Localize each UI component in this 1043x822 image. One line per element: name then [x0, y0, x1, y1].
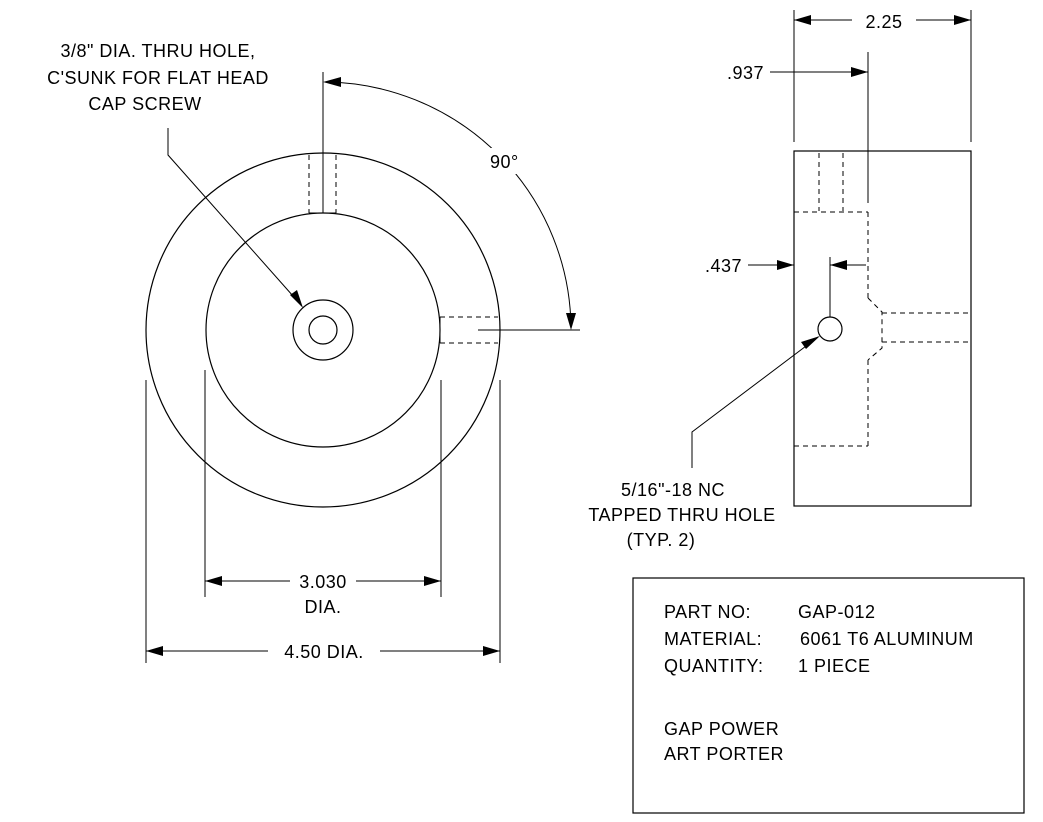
- hole-note-leader: [167, 128, 302, 306]
- thru-hole-circle: [308, 315, 338, 345]
- title-block-frame: [632, 577, 1025, 814]
- angle-label: 90°: [490, 152, 519, 172]
- hole-note-line-3: CAP SCREW: [88, 94, 201, 114]
- quantity-label: QUANTITY:: [664, 656, 764, 676]
- counterbore-circle: [292, 299, 354, 361]
- offset2-label: .437: [705, 256, 742, 276]
- side-body: [793, 150, 972, 507]
- offset2-arrow-right: [830, 260, 847, 270]
- angle-arrow-top: [323, 77, 341, 87]
- tapped-hole: [817, 316, 843, 342]
- outer-dia-label: 4.50 DIA.: [284, 642, 364, 662]
- author-name: ART PORTER: [664, 744, 784, 764]
- quantity-value: 1 PIECE: [798, 656, 871, 676]
- hole-note-line-1: 3/8" DIA. THRU HOLE,: [60, 41, 255, 61]
- angle-label-mask: [486, 148, 530, 174]
- inner-dia-arrow-right: [424, 576, 441, 586]
- side-view: 2.25 .937 .437 5/16"-18 NC TAPPED THRU H…: [588, 10, 972, 550]
- company-name: GAP POWER: [664, 719, 779, 739]
- hole-note-arrow: [290, 290, 303, 308]
- tap-note-leader: [691, 336, 819, 468]
- offset1-arrow: [851, 67, 868, 77]
- outer-dia-arrow-left: [146, 646, 163, 656]
- tap-note-line-3: (TYP. 2): [627, 530, 696, 550]
- side-countersink: [867, 297, 883, 361]
- outer-dia-arrow-right: [483, 646, 500, 656]
- tap-note-arrow: [801, 336, 820, 349]
- angle-arrow-right: [566, 313, 576, 330]
- material-label: MATERIAL:: [664, 629, 762, 649]
- width-arrow-left: [794, 15, 811, 25]
- inner-circle: [205, 212, 441, 448]
- width-arrow-right: [954, 15, 971, 25]
- part-no-value: GAP-012: [798, 602, 876, 622]
- offset1-label: .937: [727, 63, 764, 83]
- material-value: 6061 T6 ALUMINUM: [800, 629, 974, 649]
- part-no-label: PART NO:: [664, 602, 751, 622]
- hole-note-line-2: C'SUNK FOR FLAT HEAD: [47, 68, 269, 88]
- tap-note-line-2: TAPPED THRU HOLE: [588, 505, 775, 525]
- inner-dia-arrow-left: [205, 576, 222, 586]
- width-label: 2.25: [865, 12, 902, 32]
- front-view: 90° 3/8" DIA. THRU HOLE, C'SUNK FOR FLAT…: [47, 41, 580, 663]
- inner-dia-value: 3.030: [299, 572, 347, 592]
- title-block: PART NO: GAP-012 MATERIAL: 6061 T6 ALUMI…: [632, 577, 1025, 814]
- offset2-arrow-left: [777, 260, 794, 270]
- tap-note-line-1: 5/16"-18 NC: [621, 480, 725, 500]
- inner-dia-suffix: DIA.: [304, 597, 341, 617]
